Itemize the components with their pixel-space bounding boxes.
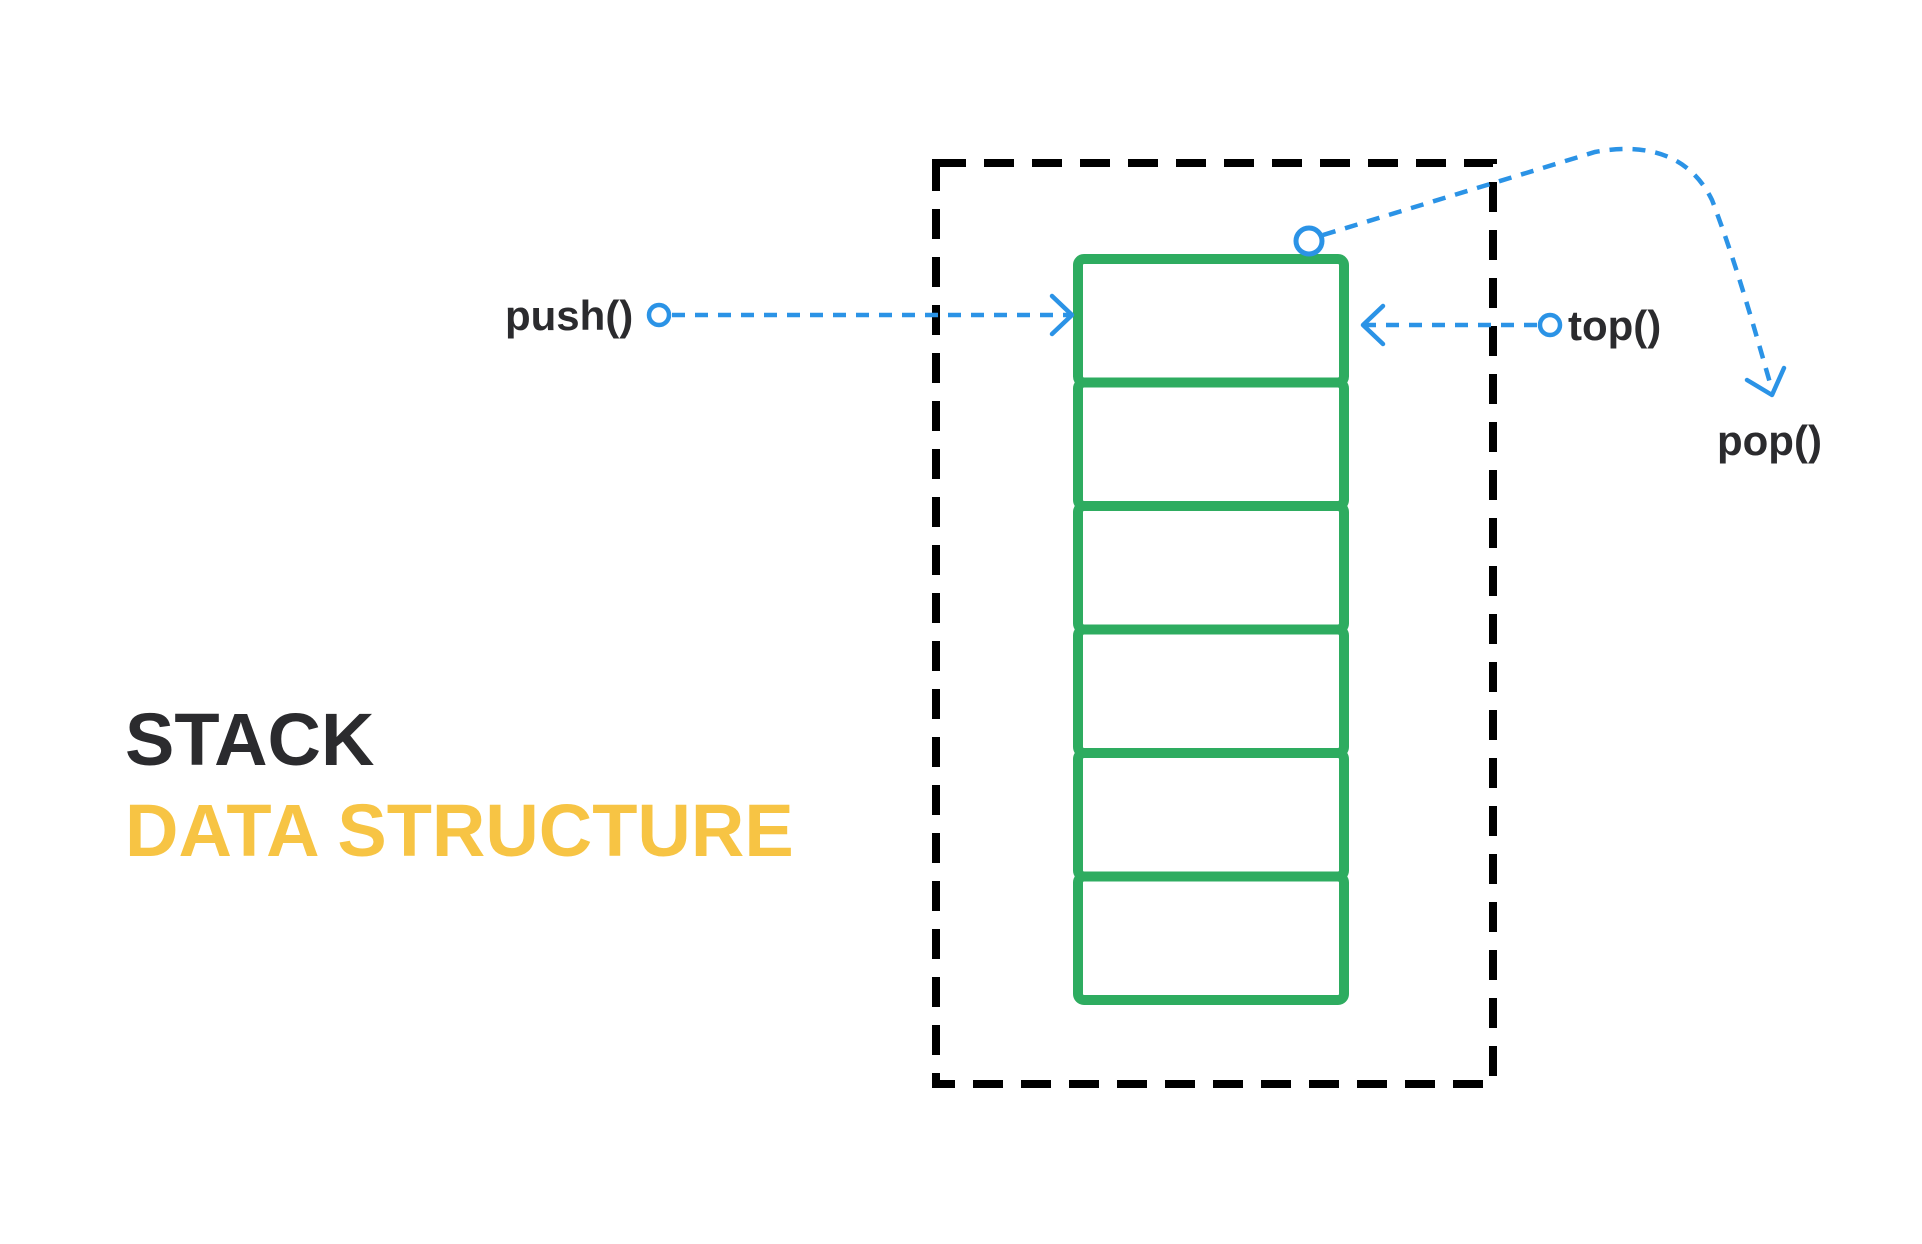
- stack-cells: [1073, 254, 1349, 1005]
- stack-cell: [1073, 377, 1349, 511]
- pop-arrow-head: [1744, 365, 1787, 398]
- push-label: push(): [505, 292, 633, 339]
- stack-cell: [1073, 501, 1349, 635]
- top-arrow: [1360, 303, 1563, 347]
- push-arrow-origin-circle: [646, 302, 672, 328]
- stack-container-dashed-border: [932, 159, 1497, 1088]
- top-arrow-head: [1360, 303, 1386, 347]
- top-arrow-origin-circle: [1537, 312, 1563, 338]
- pop-arrow: [1293, 146, 1787, 398]
- stack-cell: [1073, 254, 1349, 388]
- push-arrow-head: [1049, 293, 1075, 337]
- pop-arrow-curve: [1322, 146, 1775, 391]
- title-main: STACK: [125, 698, 374, 781]
- stack-cell: [1073, 871, 1349, 1005]
- pop-arrow-origin-circle: [1293, 225, 1325, 257]
- stack-cell: [1073, 624, 1349, 758]
- top-label: top(): [1568, 302, 1661, 349]
- pop-label: pop(): [1717, 417, 1822, 464]
- push-arrow: [646, 293, 1075, 337]
- title-sub: DATA STRUCTURE: [125, 789, 794, 872]
- stack-cell: [1073, 748, 1349, 882]
